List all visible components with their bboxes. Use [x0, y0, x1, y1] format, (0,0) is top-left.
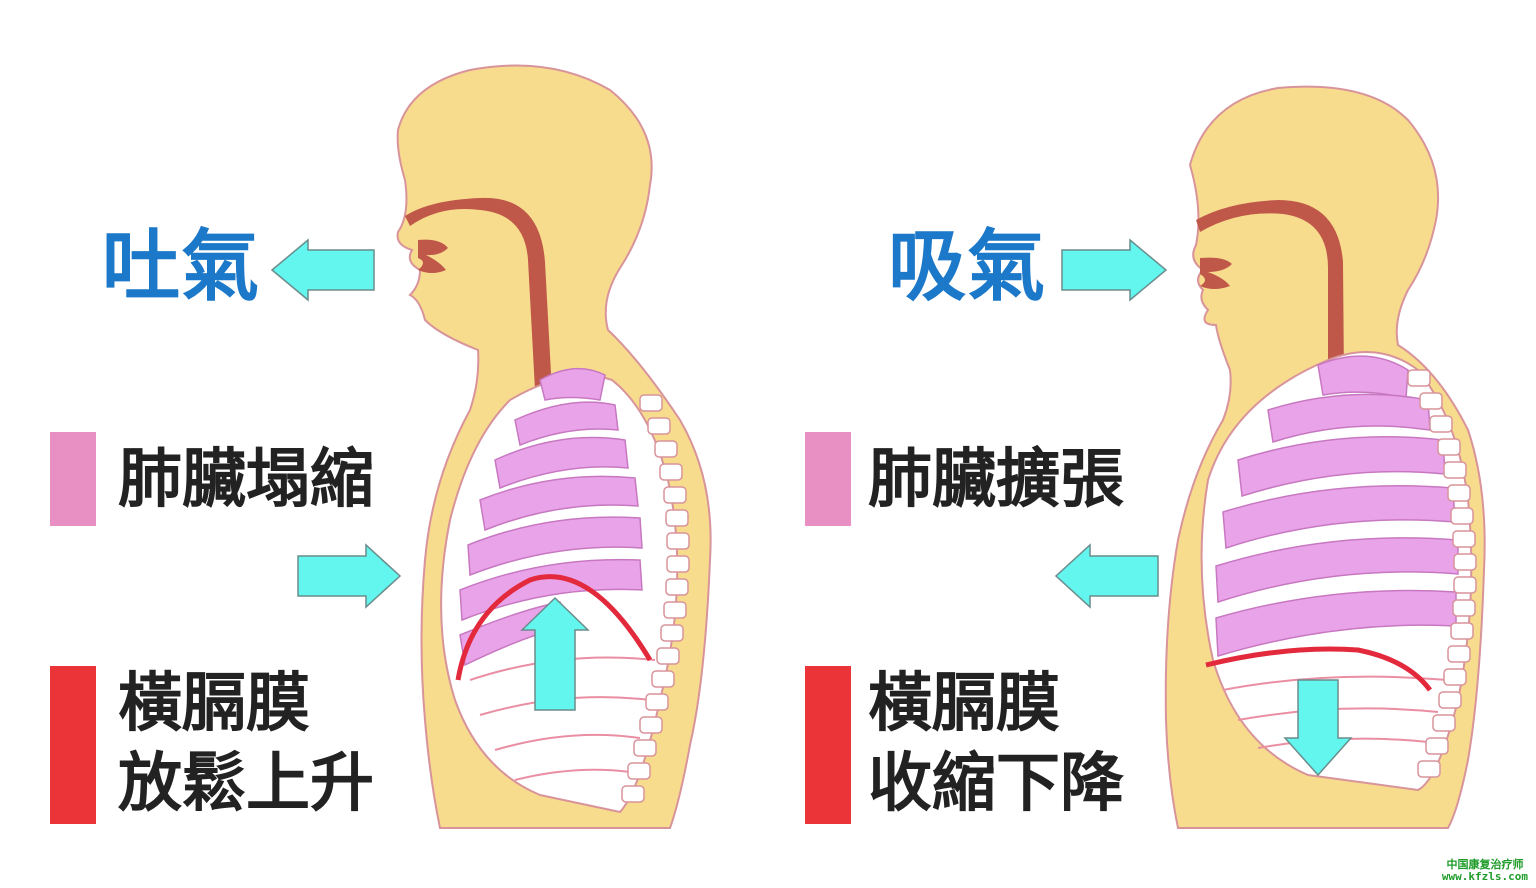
diaphragm-down-arrow — [1283, 679, 1353, 777]
chest-outward-arrow — [1054, 543, 1159, 609]
watermark-title: 中国康复治疗师 — [1446, 857, 1524, 871]
airway — [405, 197, 552, 392]
diaphragm-line — [1205, 646, 1433, 692]
site-watermark: 中国康复治疗师 www.kfzls.com — [1441, 857, 1528, 884]
diaphragm-state-label: 放鬆上升 — [118, 747, 374, 821]
spine — [1407, 369, 1477, 778]
watermark-url: www.kfzls.com — [1441, 870, 1528, 884]
diaphragm-color-swatch — [805, 666, 851, 824]
lung-bands — [1215, 355, 1459, 657]
lung-color-swatch — [805, 432, 851, 526]
diaphragm-color-swatch — [50, 666, 96, 824]
exhale-arrow — [270, 238, 375, 302]
spine — [621, 394, 690, 803]
inhale-panel: 吸氣 肺臟擴張 橫膈膜 收縮下降 — [768, 0, 1536, 888]
chest-inward-arrow — [297, 543, 402, 609]
inhale-label: 吸氣 — [888, 222, 1047, 312]
inhale-body-illustration — [1054, 85, 1486, 829]
exhale-body-illustration — [270, 64, 712, 829]
lung-collapse-label: 肺臟塌縮 — [118, 443, 374, 517]
diaphragm-line — [455, 574, 653, 681]
diaphragm-label: 橫膈膜 — [118, 667, 310, 741]
exhale-panel: 吐氣 肺臟塌縮 橫膈膜 放鬆上升 — [50, 64, 712, 829]
lung-color-swatch — [50, 432, 96, 526]
diaphragm-up-arrow — [520, 596, 590, 711]
lung-expand-label: 肺臟擴張 — [868, 443, 1124, 517]
inhale-arrow — [1061, 238, 1168, 302]
diaphragm-label: 橫膈膜 — [868, 667, 1060, 741]
mouth — [418, 239, 448, 273]
mouth — [1200, 257, 1232, 289]
exhale-label: 吐氣 — [102, 222, 261, 312]
diaphragm-state-label: 收縮下降 — [868, 747, 1124, 821]
